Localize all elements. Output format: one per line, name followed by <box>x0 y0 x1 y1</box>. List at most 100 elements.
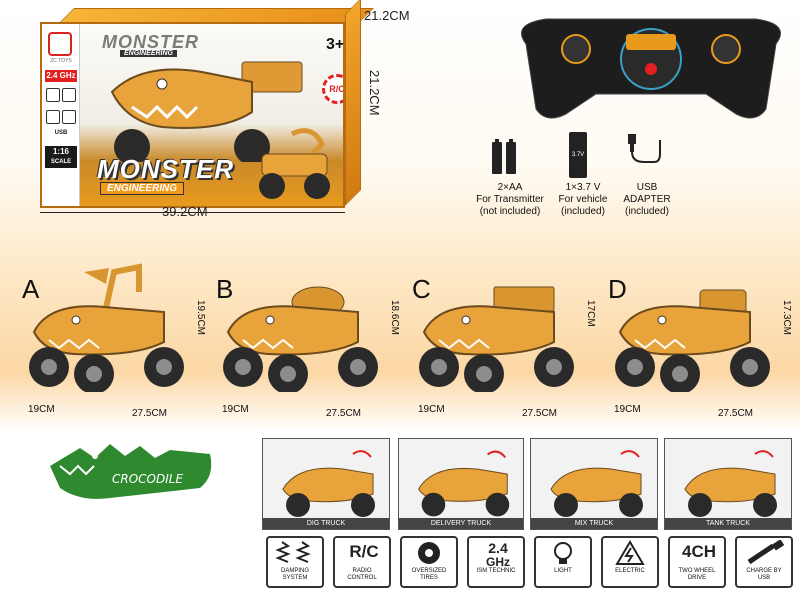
usb-cable <box>747 543 775 565</box>
box-width-line <box>40 212 345 213</box>
truck-eye <box>71 315 81 325</box>
feature-label-line2: USB <box>757 575 771 581</box>
lightning-icon <box>615 540 645 565</box>
battery-mini-icon <box>46 110 60 124</box>
tire-icon <box>418 542 440 564</box>
mode-panel-image <box>418 450 510 517</box>
box-height-dim: 21.2CM <box>367 70 382 116</box>
usb-adapter-icon <box>628 134 661 163</box>
feature-label-line1: OVERSIZED <box>411 568 447 574</box>
box-depth-dim: 21.2CM <box>364 8 410 23</box>
feature-big-text: 2.4 <box>488 540 508 556</box>
mode-panel-label: TANK TRUCK <box>665 518 791 529</box>
feature-label: ELECTRIC <box>599 568 661 575</box>
feature-label-line2: TIRES <box>420 575 438 581</box>
variant-truck-image <box>223 286 378 392</box>
bulb-base <box>559 559 567 564</box>
brand-logo-icon <box>48 32 72 56</box>
truck-rim <box>431 359 447 375</box>
feature-label-line1: ISM TECHNIC <box>476 568 516 574</box>
feature-big-text: 4CH <box>681 542 716 561</box>
controller-mini-icon <box>46 88 60 102</box>
box-croc-head <box>110 68 253 129</box>
feature-big-subtext: GHz <box>486 555 510 569</box>
truck-eye <box>657 315 667 325</box>
usb-head <box>772 539 785 551</box>
truck-rim <box>86 366 102 382</box>
tire-hub <box>425 549 433 557</box>
spring-icon <box>275 541 311 563</box>
box-croc-eye <box>156 78 168 90</box>
mode-panel-label: DELIVERY TRUCK <box>399 518 523 529</box>
box-small-arm <box>290 128 326 156</box>
variant-truck-image <box>29 263 184 392</box>
truck-rim <box>350 359 366 375</box>
panel-arrow <box>487 450 507 458</box>
battery-transmitter-status: (not included) <box>479 206 541 217</box>
variant-length-dim: 27.5CM <box>326 408 362 419</box>
truck-rim <box>546 359 562 375</box>
truck-rim <box>235 359 251 375</box>
variant-width-dim: 19CM <box>418 404 445 415</box>
box-small-body <box>261 153 328 177</box>
mode-panel: DELIVERY TRUCK <box>398 438 524 530</box>
truck-rim <box>672 366 688 382</box>
mode-panel: MIX TRUCK <box>530 438 658 530</box>
box-title: MONSTER <box>97 154 234 184</box>
battery-vehicle-qty: 1×3.7 V <box>565 182 601 193</box>
variant-truck-image <box>419 286 574 392</box>
feature-label: LIGHT <box>532 568 594 575</box>
mode-panel: DIG TRUCK <box>262 438 390 530</box>
feature-label-line2: SYSTEM <box>282 575 308 581</box>
remote-left-button <box>561 34 591 64</box>
box-tire-right <box>234 129 270 162</box>
variant-truck-image <box>615 289 770 392</box>
rc-badge: R/C <box>322 74 343 104</box>
feature-label-line1: RADIO <box>352 568 372 574</box>
panel-tire-right <box>351 493 375 517</box>
spring-coil <box>275 541 311 563</box>
mode-panel: TANK TRUCK <box>664 438 792 530</box>
panel-tire-right <box>753 493 777 517</box>
variant-letter: A <box>22 274 40 304</box>
variant-length-dim: 27.5CM <box>522 408 558 419</box>
variant-length-dim: 27.5CM <box>132 408 168 419</box>
remote-power-led <box>645 63 657 75</box>
mode-panel-image <box>282 450 375 517</box>
scale-badge: 1:16 SCALE <box>45 146 77 168</box>
panel-arrow <box>620 450 640 458</box>
mode-panel-image <box>684 450 777 517</box>
variant-width-dim: 19CM <box>28 404 55 415</box>
panel-tire-left <box>554 493 578 517</box>
bulb-icon <box>554 542 572 564</box>
truck-rim <box>627 359 643 375</box>
car-mini-icon <box>62 88 76 102</box>
battery-transmitter-qty: 2×AA <box>497 182 523 193</box>
battery-vehicle-text: 1×3.7 V For vehicle (included) <box>548 182 618 218</box>
box-tire-left <box>114 129 150 162</box>
feature-label-line1: DAMPING <box>280 568 309 574</box>
feature-box: ELECTRIC <box>601 536 659 588</box>
truck-teeth <box>438 338 490 350</box>
usb-adapter-text: USB ADAPTER (included) <box>622 182 672 218</box>
truck-rim <box>476 366 492 382</box>
truck-teeth <box>48 338 100 350</box>
usb-plug-icon <box>747 539 785 565</box>
variant-height-dim: 17.3CM <box>781 300 792 336</box>
feature-label-line2: DRIVE <box>687 575 707 581</box>
age-badge: 3+ <box>326 36 345 53</box>
feature-big-text: R/C <box>349 542 379 561</box>
product-box: ZC TOYS 2.4 GHz USB 1:16 SCALE MONSTER E… <box>40 22 345 208</box>
feature-label-line2: CONTROL <box>347 575 377 581</box>
remote-top-panel <box>626 34 676 50</box>
truck-rim <box>156 359 172 375</box>
truck-rim <box>280 366 296 382</box>
excavator-arm <box>101 263 142 318</box>
feature-label-line1: CHARGE BY <box>746 568 782 574</box>
